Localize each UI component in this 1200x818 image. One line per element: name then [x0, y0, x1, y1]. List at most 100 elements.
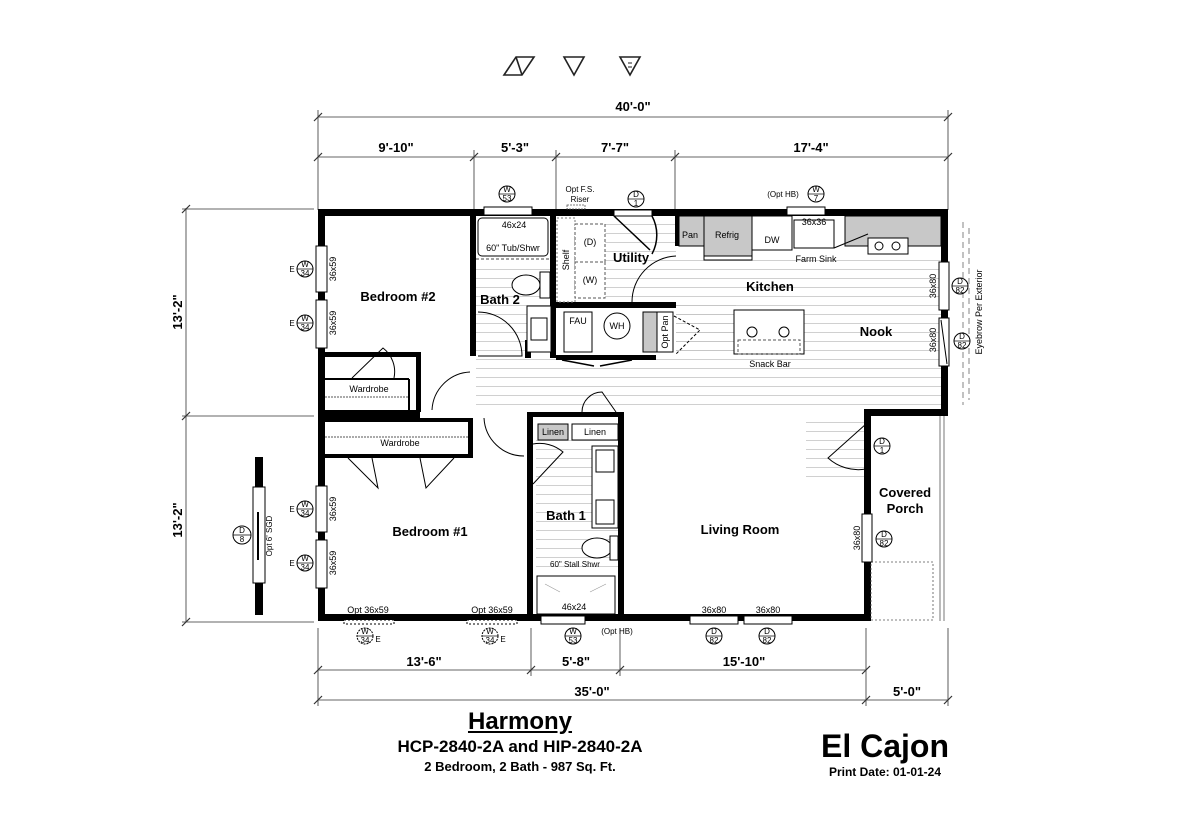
- dim-top-total: 40'-0": [615, 99, 650, 114]
- linen-1-label: Linen: [542, 427, 564, 437]
- porch-door-size: 36x80: [852, 526, 862, 551]
- stool-icon: [746, 326, 758, 338]
- washer-box: [574, 261, 606, 299]
- svg-text:D: D: [959, 332, 965, 341]
- svg-text:W: W: [503, 185, 511, 194]
- tub-label: 60" Tub/Shwr: [486, 243, 540, 253]
- stall-shower-label: 60" Stall Shwr: [550, 560, 600, 569]
- tag-w53-bottom: W 53: [564, 627, 582, 645]
- room-label-kitchen: Kitchen: [746, 279, 794, 294]
- brand-name: El Cajon: [820, 728, 949, 764]
- triangle-down-icon: [562, 56, 586, 77]
- porch-door[interactable]: [861, 513, 873, 563]
- svg-text:W: W: [301, 314, 309, 323]
- linen-1: [537, 423, 569, 441]
- svg-text:D: D: [764, 627, 770, 636]
- svg-text:D: D: [879, 437, 885, 446]
- living-door-2-size: 36x80: [756, 605, 781, 615]
- svg-text:34: 34: [301, 509, 310, 518]
- bath2-door-swing: [477, 311, 523, 357]
- tag-d82-porch: D 82: [875, 530, 893, 548]
- b2-entry-door: [431, 371, 471, 411]
- bedroom2-wardrobe: [325, 378, 409, 410]
- tag-e34-b1-opt1: W 34 E: [356, 627, 381, 645]
- svg-text:34: 34: [301, 563, 310, 572]
- top-dimensions: [313, 110, 953, 210]
- b2-window-2-size: 36x59: [328, 311, 338, 336]
- room-label-living: Living Room: [701, 522, 780, 537]
- svg-text:E: E: [289, 559, 294, 568]
- farm-sink-label: Farm Sink: [795, 254, 837, 264]
- nook-doors: [938, 261, 950, 367]
- shelf-label: Shelf: [561, 249, 571, 270]
- room-label-bedroom2: Bedroom #2: [360, 289, 435, 304]
- tag-d1-porch: D 1: [873, 437, 891, 455]
- dim-top-seg-4: 17'-4": [793, 140, 828, 155]
- plan-name: Harmony: [467, 708, 573, 735]
- porch: [870, 416, 945, 621]
- eyebrow-label: Eyebrow Per Exterior: [974, 269, 984, 354]
- porch-entry-door-swing: [827, 423, 867, 471]
- b1-wardrobe-doors: [347, 457, 455, 490]
- svg-text:82: 82: [880, 539, 889, 548]
- wh-label: WH: [610, 321, 625, 331]
- svg-text:D: D: [881, 530, 887, 539]
- b1-opt-window-1: Opt 36x59: [347, 605, 389, 615]
- room-label-bath1: Bath 1: [546, 508, 586, 523]
- tag-d82-living-1: D 82: [705, 627, 723, 645]
- opt-pan-shade: [642, 311, 658, 353]
- snack-bar-label: Snack Bar: [749, 359, 791, 369]
- tag-e34-b2-2: W 34 E: [289, 314, 314, 332]
- dim-bottom-seg-2: 5'-8": [562, 654, 590, 669]
- bath2-toilet: [511, 271, 551, 299]
- bedroom2-windows: [315, 245, 328, 349]
- opt-hb-top: (Opt HB): [767, 190, 799, 199]
- svg-text:82: 82: [710, 636, 719, 645]
- room-label-nook: Nook: [860, 324, 893, 339]
- svg-text:W: W: [301, 500, 309, 509]
- top-windows: [483, 206, 826, 625]
- kitchen-cabinets: [678, 215, 942, 261]
- b2-window-1-size: 36x59: [328, 257, 338, 282]
- dim-left-lower: 13'-2": [170, 502, 185, 537]
- tag-e34-b1-2: W 34 E: [289, 554, 314, 572]
- room-label-porch-2: Porch: [887, 501, 924, 516]
- wardrobe-b1-label: Wardrobe: [380, 438, 419, 448]
- wardrobe-b2-label: Wardrobe: [349, 384, 388, 394]
- bath1-toilet: [581, 535, 619, 561]
- kitchen-utility-swing: [631, 255, 677, 303]
- interior-walls: [325, 216, 679, 616]
- opt-sgd: [252, 457, 266, 615]
- tub-size: 46x24: [502, 220, 527, 230]
- dim-left-upper: 13'-2": [170, 294, 185, 329]
- print-date: Print Date: 01-01-24: [828, 765, 942, 779]
- dim-bottom-total: 35'-0": [574, 684, 609, 699]
- svg-text:W: W: [301, 260, 309, 269]
- triangle-dot-icon: [618, 56, 642, 77]
- svg-text:82: 82: [956, 286, 965, 295]
- living-door-1-size: 36x80: [702, 605, 727, 615]
- washer-label: (W): [583, 275, 598, 285]
- room-label-utility: Utility: [613, 250, 650, 265]
- tag-d82-nook-1: D 82: [951, 277, 969, 295]
- tag-d8-sgd: D 8: [232, 525, 252, 545]
- svg-text:34: 34: [301, 323, 310, 332]
- svg-text:82: 82: [763, 636, 772, 645]
- mech-bifold-doors: [561, 359, 633, 367]
- svg-text:D: D: [957, 277, 963, 286]
- triangle-split-icon: [502, 56, 536, 76]
- opt-pan-door: [673, 315, 701, 355]
- opt-sgd-label: Opt 6' SGD: [265, 515, 274, 556]
- plan-models: HCP-2840-2A and HIP-2840-2A: [397, 737, 643, 756]
- b2-wardrobe-door: [351, 347, 396, 379]
- svg-text:E: E: [500, 635, 505, 644]
- opt-fs-riser-2: Riser: [571, 195, 590, 204]
- pan-label: Pan: [682, 230, 698, 240]
- room-label-porch-1: Covered: [879, 485, 931, 500]
- dryer-box: [574, 223, 606, 263]
- svg-text:53: 53: [569, 636, 578, 645]
- opt-fs-riser-1: Opt F.S.: [566, 185, 595, 194]
- svg-text:7: 7: [814, 194, 819, 203]
- dim-bottom-porch: 5'-0": [893, 684, 921, 699]
- tag-w7-top: W 7: [807, 185, 825, 203]
